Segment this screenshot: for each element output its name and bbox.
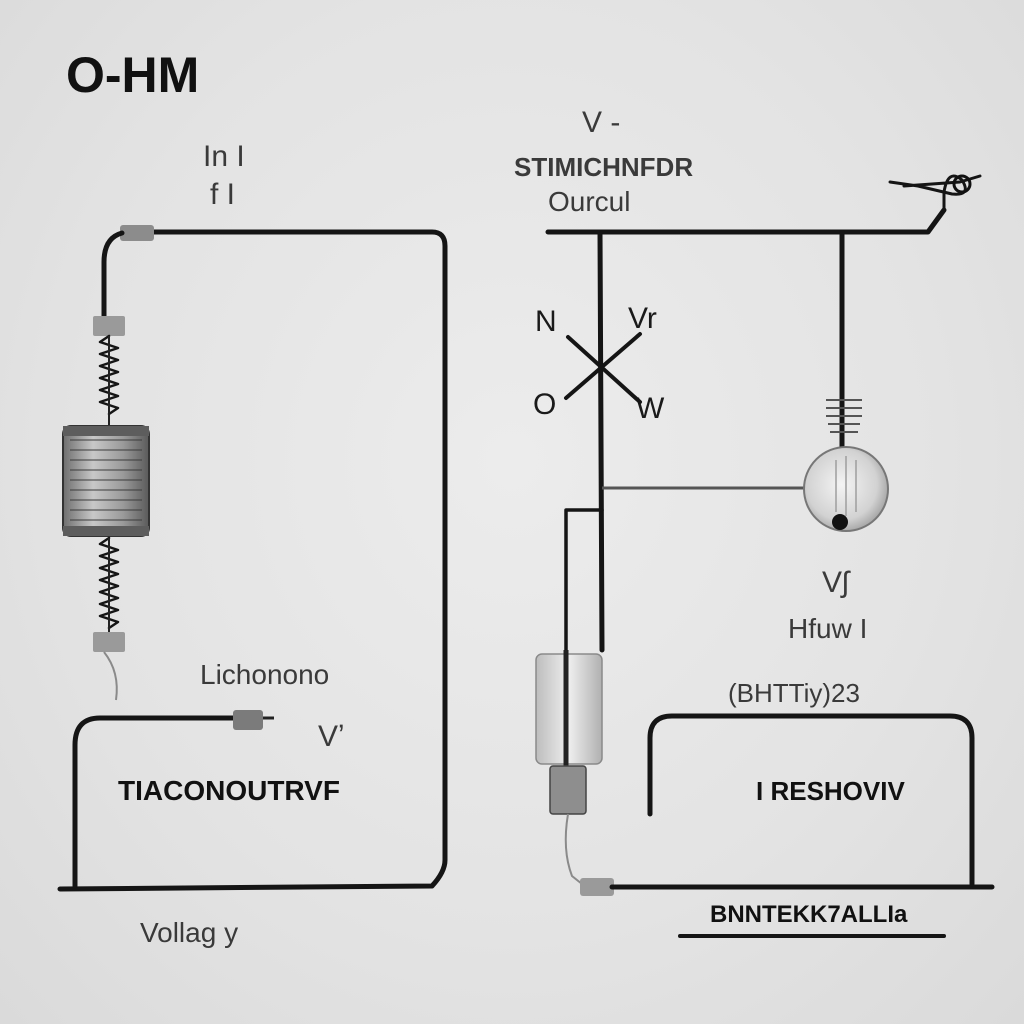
right-bulb-filament-coil: [826, 399, 862, 433]
cross-label-o: O: [533, 388, 556, 421]
left-top-label-1: In I: [203, 140, 245, 173]
right-header-label: STIMICHNFDR: [514, 152, 693, 182]
right-stepped-wire: [564, 508, 604, 662]
right-top-bar: [545, 207, 947, 235]
right-bottom-connector: [580, 878, 614, 896]
right-v-top-label: V -: [582, 106, 620, 139]
right-v-mid-label: Vʃ: [822, 566, 851, 599]
left-terminal-bottom: [93, 632, 125, 652]
right-cylinder-base: [549, 765, 587, 815]
left-coil-windings: [70, 439, 142, 521]
right-inner-label: I RESHOVIV: [756, 776, 905, 806]
cross-label-n: N: [535, 305, 557, 338]
right-top-clip-loop: [952, 174, 972, 194]
left-top-lead: [101, 230, 125, 321]
right-bottom-label: BNNTEKK7ALLIa: [710, 901, 908, 928]
cross-label-w: W: [636, 392, 665, 425]
left-loop-wire: [57, 229, 448, 892]
page-title: O-HM: [66, 47, 199, 103]
left-plug: [233, 710, 263, 730]
left-small-v-label: Vʼ: [318, 720, 345, 753]
right-inner-loop: [647, 713, 975, 887]
right-cylinder: [535, 653, 603, 765]
left-top-connector: [120, 225, 154, 241]
left-bottom-lead: [103, 651, 118, 701]
left-coil-cap-bottom: [63, 526, 149, 536]
left-bottom-label: Vollag y: [140, 917, 238, 948]
right-cylinder-lead: [564, 813, 583, 885]
right-sub-label: Ourcul: [548, 186, 630, 217]
left-terminal-top: [93, 316, 125, 336]
left-coil-cap-top: [63, 426, 149, 436]
cross-label-vr: Vr: [628, 302, 657, 335]
right-hfuw-label: Hfuw I: [788, 613, 867, 644]
right-bulb-contact: [832, 514, 848, 530]
right-top-clip: [888, 174, 982, 212]
left-mid-label: Lichonono: [200, 659, 329, 690]
left-circuit: [57, 225, 448, 892]
right-circuit: [535, 174, 995, 938]
cross-line-b: [564, 332, 642, 400]
right-bulb-filament: [835, 456, 857, 516]
right-paren-label: (BHTTiy)23: [728, 678, 860, 708]
left-top-label-2: f I: [210, 178, 235, 211]
right-main-post: [597, 229, 605, 653]
cross-line-a: [566, 335, 642, 404]
left-inner-label: TIACONOUTRVF: [118, 775, 340, 806]
left-inner-wire: [72, 715, 248, 889]
